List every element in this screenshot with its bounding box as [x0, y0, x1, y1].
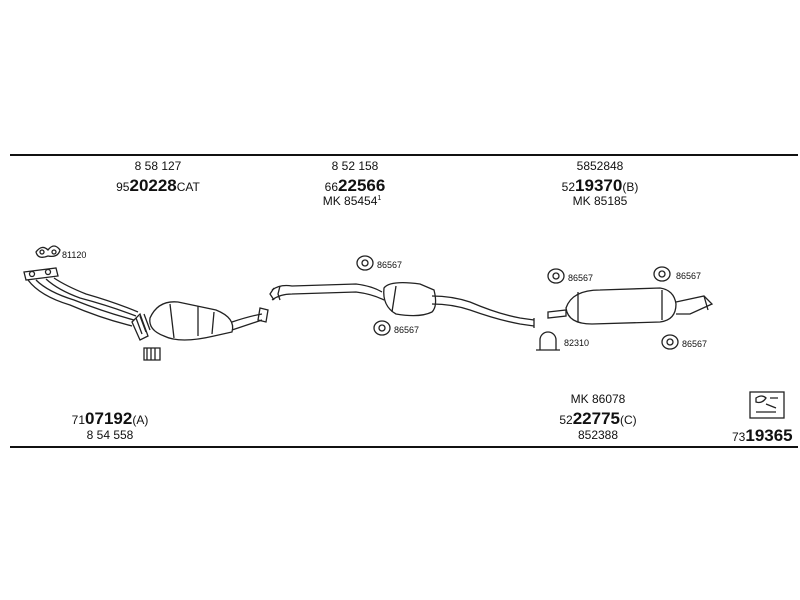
mid-pipe-ref: 8 52 158 — [331, 159, 379, 173]
mid-section-icon — [269, 255, 535, 336]
rear-section-mounting-kit: MK 86078 — [570, 392, 626, 406]
clamp-part-label: 82310 — [564, 338, 590, 348]
rear-section-ref: 852388 — [577, 428, 619, 442]
rear-mounting-kit: MK 85185 — [572, 194, 628, 208]
bottom-divider-line — [10, 446, 798, 448]
hanger-mid-bottom-label: 86567 — [394, 325, 420, 335]
rear-section-code: 5222775(C) — [559, 409, 637, 428]
catalyst-code: 9520228CAT — [116, 176, 200, 195]
complete-system-code: 7319365 — [732, 426, 793, 445]
gasket-part-label: 81120 — [62, 250, 87, 260]
mid-mounting-kit: MK 854541 — [322, 194, 382, 208]
rear-muffler-icon — [536, 266, 714, 351]
front-pipe-code: 7107192(A) — [71, 409, 149, 428]
mid-muffler-code: 6622566 — [324, 176, 386, 195]
rear-muffler-code: 5219370(B) — [561, 176, 639, 195]
front-downpipe-icon — [23, 267, 269, 361]
hanger-mid-top-label: 86567 — [377, 260, 403, 270]
top-divider-line — [10, 154, 798, 156]
front-pipe-ref: 8 58 127 — [134, 159, 182, 173]
hanger-rear-right-top-label: 86567 — [676, 271, 702, 281]
hanger-rear-left-label: 86567 — [568, 273, 594, 283]
gasket-icon — [35, 245, 61, 258]
rear-muffler-ref: 5852848 — [576, 159, 624, 173]
hanger-rear-right-bottom-label: 86567 — [682, 339, 708, 349]
front-pipe-bottom-ref: 8 54 558 — [86, 428, 134, 442]
complete-system-icon — [749, 391, 785, 419]
